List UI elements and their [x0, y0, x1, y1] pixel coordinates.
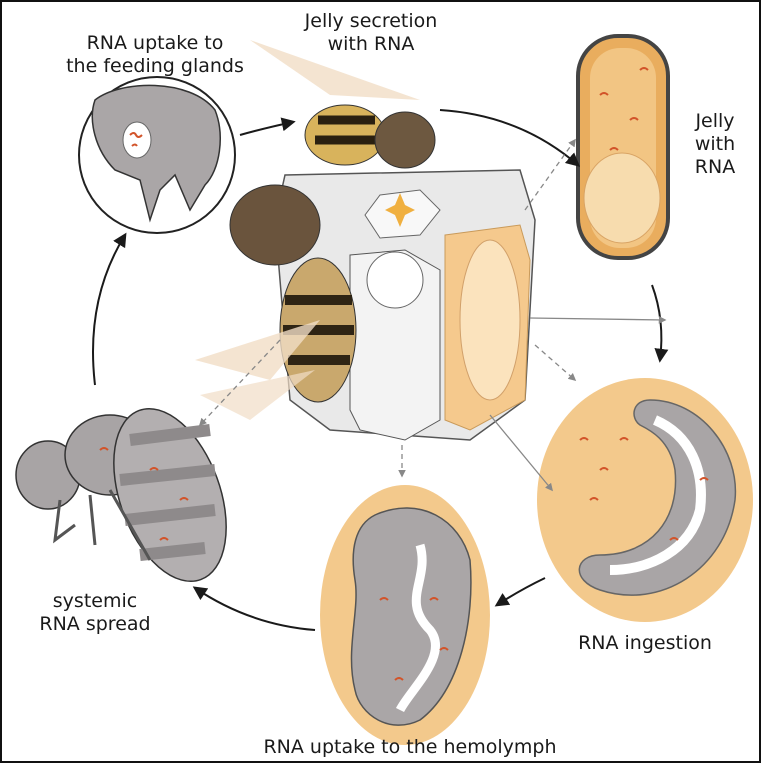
label-jelly-with-rna: Jelly with RNA — [680, 110, 750, 179]
label-systemic-spread: systemic RNA spread — [20, 590, 170, 636]
label-jelly-secretion: Jelly secretion with RNA — [286, 10, 456, 56]
arrow-hemolymph-to-systemic — [195, 588, 315, 630]
jelly-tube — [578, 36, 668, 258]
arrow-systemic-to-glands — [93, 235, 125, 385]
arrow-comb-right — [530, 318, 665, 320]
arrow-comb-to-larva — [490, 415, 552, 490]
dashed-arrow-comb-to-tube — [525, 140, 575, 210]
arrow-secretion-to-jelly — [440, 110, 578, 165]
arrow-jelly-to-ingestion — [652, 285, 661, 360]
pupa-panel — [320, 485, 490, 745]
arrow-glands-to-secretion — [240, 122, 293, 135]
dashed-arrow-comb-to-larva — [535, 345, 575, 380]
feeding-glands-panel — [79, 77, 235, 233]
label-uptake-glands: RNA uptake to the feeding glands — [55, 32, 255, 78]
arrow-ingestion-to-hemolymph — [497, 578, 545, 605]
adult-bee — [16, 320, 320, 597]
larva-panel — [537, 378, 753, 622]
label-hemolymph: RNA uptake to the hemolymph — [240, 736, 580, 759]
label-rna-ingestion: RNA ingestion — [560, 632, 730, 655]
